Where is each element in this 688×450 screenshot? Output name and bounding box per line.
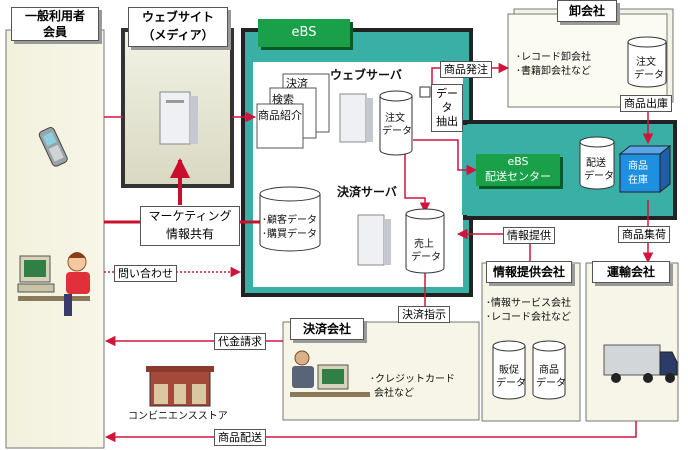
flow-order: 商品発注 <box>440 61 492 78</box>
truck-icon <box>603 344 678 383</box>
distribution-center-label: eBS 配送センター <box>476 154 560 186</box>
stock-cube-icon <box>618 144 672 194</box>
document-stack-icon <box>256 73 330 149</box>
stock-label-1: 商品 <box>628 161 648 172</box>
carrier-box <box>585 262 679 422</box>
payment-clerk-icon <box>290 350 370 397</box>
doc-label-search: 検索 <box>272 93 294 106</box>
order-db-label-1: 注文 <box>385 113 405 124</box>
marketing-box: マーケティング 情報共有 <box>140 206 240 246</box>
wholesaler-db-label-1: 注文 <box>636 57 656 68</box>
promo-db-label-1: 販促 <box>499 365 519 376</box>
order-data-db-icon <box>379 90 413 156</box>
delivery-db-label-2: データ <box>584 171 614 182</box>
doc-label-payment: 決済 <box>286 77 308 90</box>
carrier-title: 運輸会社 <box>592 261 670 283</box>
flow-inquiry: 問い合わせ <box>114 265 177 282</box>
wholesaler-db-label-2: データ <box>634 70 664 81</box>
customer-db-label-1: ･顧客データ <box>262 215 317 226</box>
info-provider-title: 情報提供会社 <box>486 261 572 283</box>
flow-delivery: 商品配送 <box>214 429 266 446</box>
promo-data-db-icon <box>492 340 526 400</box>
delivery-data-db-icon <box>579 136 615 190</box>
member-computer-icon <box>17 252 90 316</box>
wholesaler-item-2: ･書籍卸会社など <box>516 66 591 77</box>
data-extract-tag: データ 抽出 <box>431 84 463 132</box>
convenience-store-icon <box>146 366 214 407</box>
product-db-label-2: データ <box>536 378 566 389</box>
stock-label-2: 在庫 <box>628 175 648 186</box>
delivery-db-label-1: 配送 <box>586 158 606 169</box>
payment-company-title: 決済会社 <box>290 318 364 340</box>
wholesaler-title: 卸会社 <box>557 0 617 22</box>
member-column <box>5 29 105 449</box>
payment-server-title: 決済サーバ <box>337 185 397 199</box>
sales-data-db-icon <box>405 208 445 274</box>
mobile-phone-icon <box>38 127 68 167</box>
customer-data-db-icon <box>259 186 321 252</box>
convenience-store-label: コンビニエンスストア <box>128 411 228 422</box>
flow-shipment: 商品出庫 <box>620 95 672 112</box>
website-server-icon <box>159 91 198 145</box>
flow-collection: 商品集荷 <box>618 226 670 243</box>
website-title: ウェブサイト （メディア） <box>128 7 228 47</box>
web-server-icon <box>339 93 373 143</box>
product-data-db-icon <box>532 340 566 400</box>
promo-db-label-2: データ <box>496 378 526 389</box>
customer-db-label-2: ･購買データ <box>262 229 317 240</box>
flow-billing: 代金請求 <box>214 333 266 350</box>
web-server-title: ウェブサーバ <box>330 68 402 82</box>
member-title: 一般利用者 会員 <box>11 7 99 41</box>
flow-payment-instruction: 決済指示 <box>398 306 450 323</box>
payment-company-item-1: ･クレジットカード <box>370 374 455 385</box>
doc-label-product-intro: 商品紹介 <box>258 109 302 122</box>
ebs-title: eBS <box>258 19 350 47</box>
payment-server-icon <box>357 214 391 266</box>
sales-db-label-2: データ <box>411 252 441 263</box>
info-provider-item-1: ･情報サービス会社 <box>486 298 571 309</box>
order-db-label-2: データ <box>382 126 412 137</box>
info-provider-item-2: ･レコード会社など <box>486 312 571 323</box>
payment-company-item-2: 会社など <box>374 388 414 399</box>
product-db-label-1: 商品 <box>539 365 559 376</box>
wholesaler-order-db-icon <box>627 36 667 88</box>
wholesaler-item-1: ･レコード卸会社 <box>516 52 591 63</box>
sales-db-label-1: 売上 <box>414 239 434 250</box>
flow-info-provision: 情報提供 <box>503 227 555 244</box>
